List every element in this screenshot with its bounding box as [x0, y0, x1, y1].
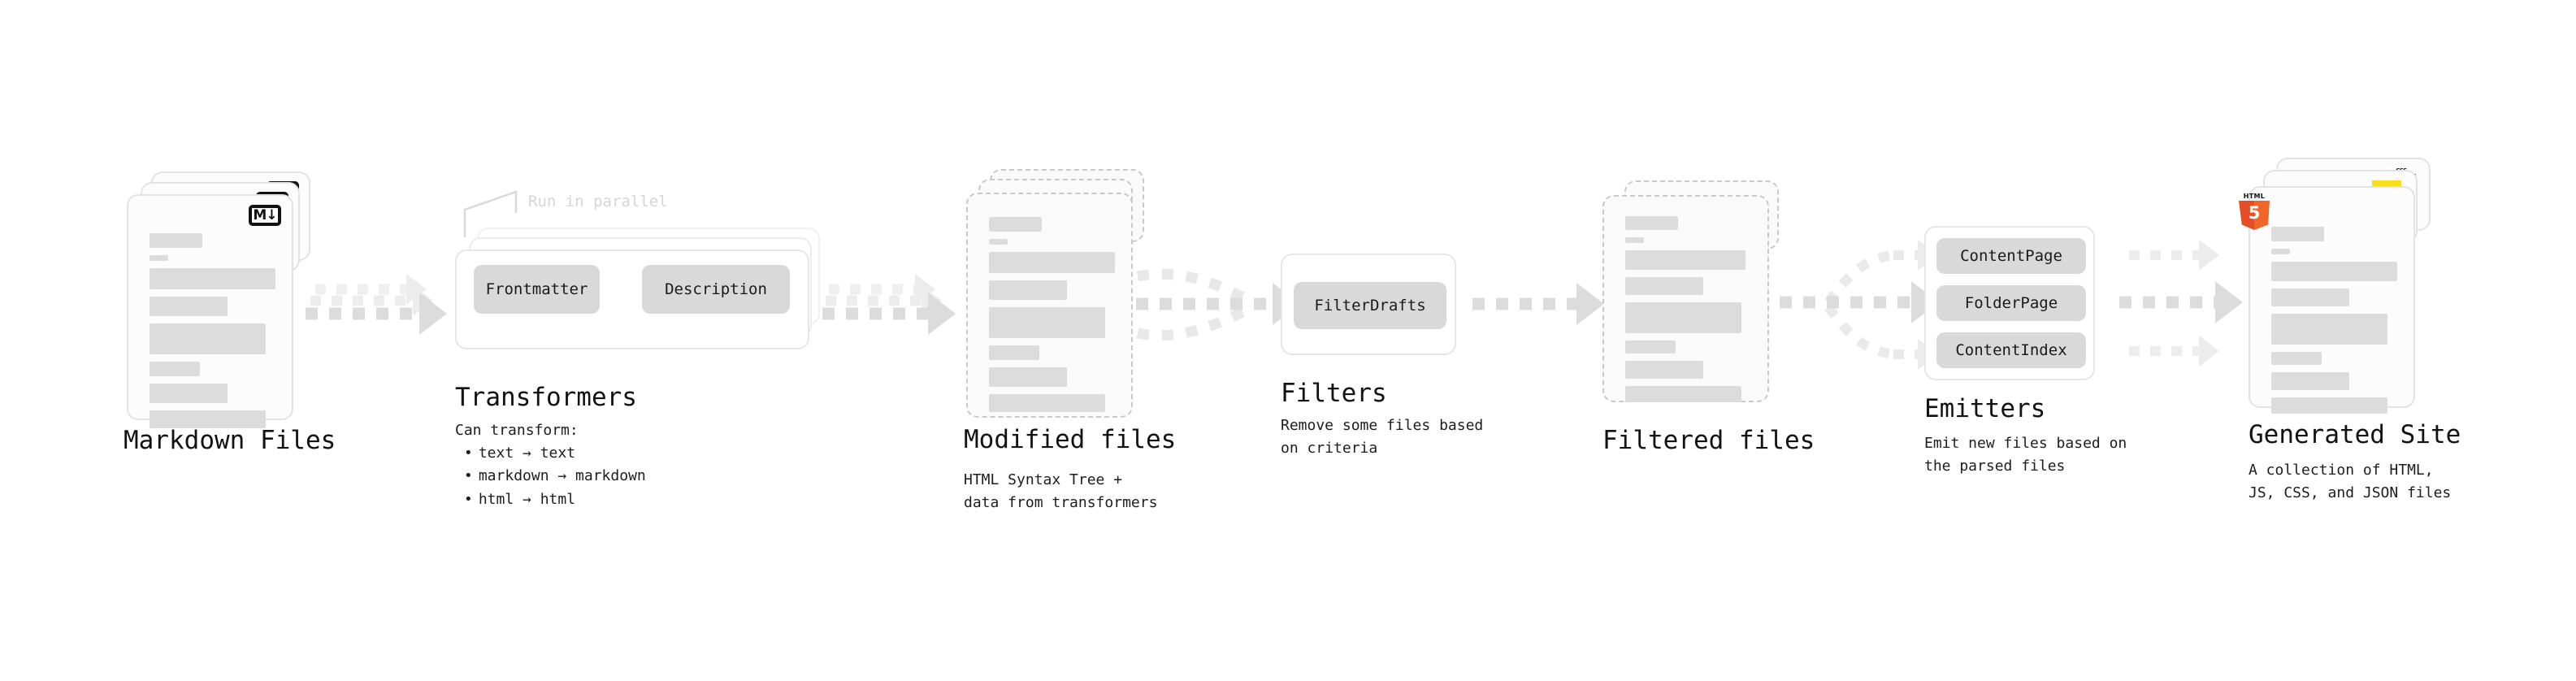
bullet-item: • html → html — [455, 490, 576, 508]
content-bar — [1625, 277, 1703, 295]
html5-icon-wordmark: HTML — [2243, 193, 2266, 200]
arrow-filtered-to-emitters — [1780, 240, 1939, 370]
content-bar — [150, 384, 228, 403]
arrow-modified-to-filters — [1136, 268, 1300, 341]
content-bar — [150, 410, 266, 428]
chip-label: FilterDrafts — [1314, 297, 1426, 314]
modified-files-title: Modified files — [964, 425, 1177, 454]
content-bar — [1625, 386, 1741, 402]
bullet-item: • text → text — [455, 445, 576, 462]
run-in-parallel-note: Run in parallel — [528, 193, 668, 210]
transformer-chip-frontmatter[interactable]: Frontmatter — [474, 265, 600, 314]
generated-card-content — [2271, 227, 2397, 421]
filter-chip-filterdrafts[interactable]: FilterDrafts — [1294, 282, 1446, 329]
content-bar — [2271, 314, 2387, 345]
emitter-chip-folderpage[interactable]: FolderPage — [1936, 285, 2086, 321]
filters-subtitle: Remove some files based on criteria — [1281, 417, 1484, 457]
emitters-box: ContentPage FolderPage ContentIndex — [1924, 226, 2095, 380]
arrow-transformers-to-modified — [822, 274, 956, 335]
filters-title: Filters — [1281, 379, 1387, 408]
html5-icon-shield-inner — [2254, 201, 2270, 230]
content-bar — [1625, 250, 1746, 270]
modified-card-front — [966, 193, 1133, 418]
content-bar — [1625, 302, 1741, 333]
content-bar — [150, 362, 200, 376]
content-bar — [1625, 361, 1703, 379]
markdown-icon: M↓ — [249, 205, 281, 226]
content-bar — [1625, 340, 1676, 354]
bullet-label: html → html — [478, 490, 576, 508]
content-bar — [150, 268, 275, 289]
transformer-chip-description[interactable]: Description — [642, 265, 790, 314]
content-bar — [2271, 397, 2387, 414]
markdown-icon-text: M↓ — [253, 206, 277, 223]
bullet-label: text → text — [478, 445, 576, 462]
content-bar — [989, 307, 1105, 338]
content-bar — [2271, 227, 2324, 241]
bullet-label: markdown → markdown — [478, 467, 646, 485]
emitter-chip-contentindex[interactable]: ContentIndex — [1936, 332, 2086, 368]
arrow-markdown-to-transformers — [306, 274, 447, 335]
arrow-emitters-to-generated — [2119, 240, 2243, 367]
content-bar — [150, 255, 168, 261]
transformers-bullets: • text → text • markdown → markdown • ht… — [455, 442, 646, 511]
generated-site-subtitle: A collection of HTML, JS, CSS, and JSON … — [2249, 462, 2452, 501]
content-bar — [2271, 372, 2349, 390]
content-bar — [989, 252, 1115, 273]
content-bar — [1625, 216, 1678, 230]
content-bar — [1625, 237, 1644, 243]
transformers-subtitle-head: Can transform: — [455, 422, 579, 439]
content-bar — [2271, 288, 2349, 306]
content-bar — [2271, 249, 2290, 254]
markdown-files-title: Markdown Files — [124, 426, 336, 455]
content-bar — [989, 217, 1042, 232]
chip-label: ContentPage — [1960, 247, 2062, 265]
content-bar — [150, 323, 266, 354]
content-bar — [989, 239, 1008, 245]
content-bar — [989, 280, 1067, 300]
transformers-box: Frontmatter Description — [455, 249, 809, 349]
bullet-item: • markdown → markdown — [455, 467, 646, 485]
arrow-filters-to-filtered — [1472, 283, 1604, 325]
content-bar — [150, 233, 202, 248]
filtered-files-title: Filtered files — [1602, 426, 1815, 455]
content-bar — [150, 297, 228, 316]
filters-box: FilterDrafts — [1281, 254, 1456, 355]
chip-label: FolderPage — [1964, 294, 2058, 312]
modified-card-content — [989, 217, 1115, 419]
filtered-card-content — [1625, 216, 1746, 410]
generated-site-title: Generated Site — [2249, 420, 2461, 449]
html5-icon: HTML 5 — [2239, 193, 2270, 230]
content-bar — [989, 394, 1105, 412]
emitter-chip-contentpage[interactable]: ContentPage — [1936, 238, 2086, 274]
filtered-card-front — [1602, 195, 1769, 402]
content-bar — [989, 345, 1039, 360]
html5-icon-digit: 5 — [2248, 203, 2261, 223]
markdown-card-content — [150, 233, 275, 436]
chip-label: Frontmatter — [485, 280, 588, 298]
transformers-title: Transformers — [455, 383, 637, 412]
content-bar — [2271, 352, 2322, 365]
chip-label: ContentIndex — [1955, 341, 2067, 359]
modified-files-subtitle: HTML Syntax Tree + data from transformer… — [964, 471, 1158, 511]
emitters-title: Emitters — [1924, 394, 2046, 423]
chip-label: Description — [665, 280, 767, 298]
markdown-card-front: M↓ — [127, 194, 293, 428]
content-bar — [2271, 262, 2397, 281]
emitters-subtitle: Emit new files based on the parsed files — [1924, 435, 2127, 475]
content-bar — [989, 367, 1067, 387]
generated-card-front-html: HTML 5 — [2239, 186, 2415, 414]
